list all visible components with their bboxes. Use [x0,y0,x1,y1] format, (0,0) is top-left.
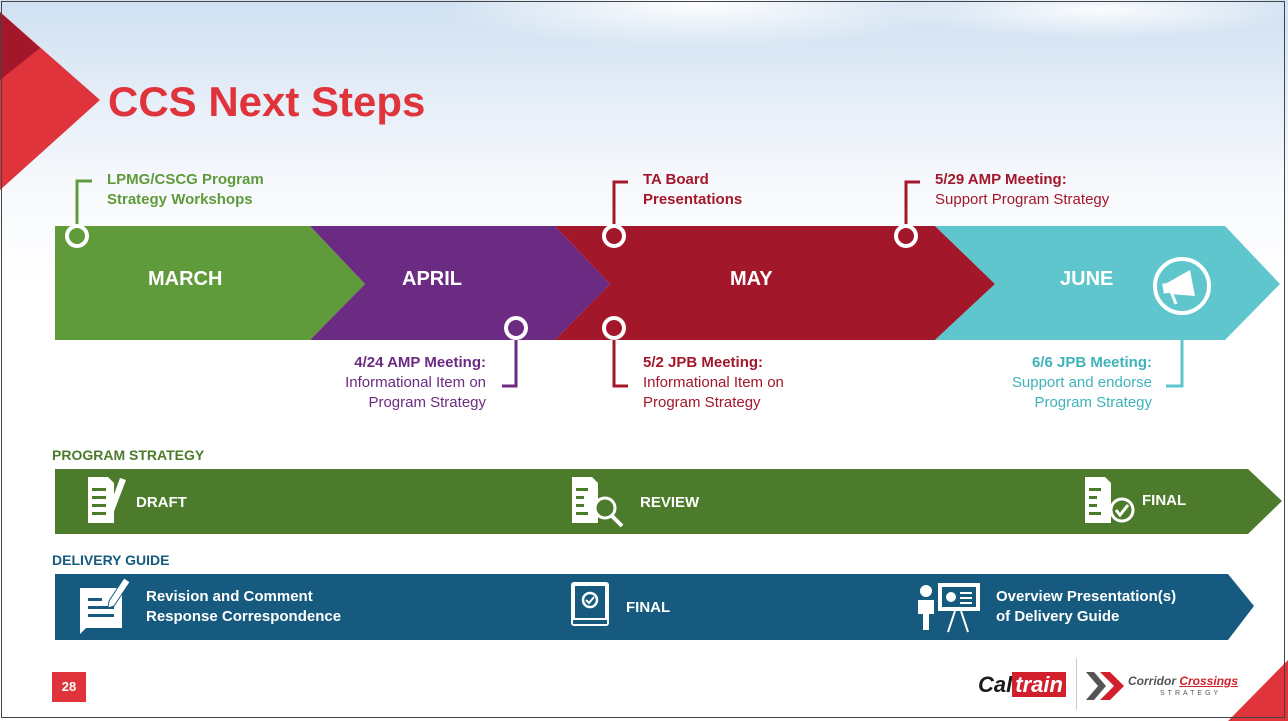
connector-amp-424 [502,330,518,388]
month-band-may [555,226,995,340]
month-label-april: APRIL [402,268,462,290]
month-label-march: MARCH [148,268,223,290]
delivery-step-overview-line1: Overview Presentation(s) [996,588,1177,605]
program-step-review: REVIEW [640,494,700,511]
caltrain-logo-cal: Cal [978,672,1013,697]
milestone-amp-529-body: Support Program Strategy [935,191,1110,208]
milestone-amp-424: 4/24 AMP Meeting: Informational Item on … [290,353,486,413]
delivery-step-overview: Overview Presentation(s) of Delivery Gui… [996,587,1176,627]
ccs-logo-strategy: STRATEGY [1160,690,1222,697]
delivery-step-revision-line2: Response Correspondence [146,608,342,625]
milestone-dot-jpb-52 [602,316,626,340]
milestone-workshops-line2: Strategy Workshops [107,191,253,208]
month-band-march [55,226,365,340]
milestone-amp-424-body1: Informational Item on [345,374,486,391]
milestone-dot-ta-board [602,224,626,248]
delivery-step-overview-line2: of Delivery Guide [996,608,1120,625]
delivery-step-revision: Revision and Comment Response Correspond… [146,587,341,627]
form-pencil-icon [80,577,131,634]
milestone-dot-workshops [65,224,89,248]
delivery-step-final: FINAL [626,599,671,616]
milestone-ta-board-line2: Presentations [643,191,743,208]
document-edit-icon [88,477,126,523]
connector-ta-board [612,180,628,236]
milestone-ta-board-line1: TA Board [643,171,709,188]
milestone-dot-amp-529 [894,224,918,248]
ccs-chevron-logo-icon [1086,672,1124,700]
milestone-jpb-66: 6/6 JPB Meeting: Support and endorse Pro… [950,353,1152,413]
ccs-logo-crossings: Crossings [1179,674,1239,688]
logo-divider [1076,658,1077,710]
connector-workshops [75,179,92,236]
program-step-draft: DRAFT [136,494,187,511]
milestone-jpb-52-heading: 5/2 JPB Meeting: [643,354,764,371]
presenter-icon [918,583,980,633]
caltrain-logo-train: train [1012,672,1066,697]
milestone-jpb-52-body1: Informational Item on [643,374,784,391]
milestone-amp-529-heading: 5/29 AMP Meeting: [935,171,1067,188]
book-check-icon [571,582,609,626]
document-check-icon [1085,477,1135,523]
milestone-amp-424-body2: Program Strategy [368,394,486,411]
connector-jpb-66 [1166,312,1184,388]
ccs-logo-text: Corridor Crossings [1128,674,1238,688]
ccs-logo-corridor: Corridor [1128,674,1176,688]
milestone-amp-424-heading: 4/24 AMP Meeting: [354,354,486,371]
program-step-final: FINAL [1142,492,1187,509]
month-label-may: MAY [730,268,773,290]
milestone-jpb-52: 5/2 JPB Meeting: Informational Item on P… [643,353,784,413]
corner-accent-top-left [0,12,100,190]
milestone-amp-529: 5/29 AMP Meeting: Support Program Strate… [935,170,1109,210]
page-title: CCS Next Steps [108,78,426,125]
megaphone-icon [1153,257,1211,315]
milestone-workshops: LPMG/CSCG Program Strategy Workshops [107,170,264,210]
month-band-april [310,226,610,340]
delivery-step-revision-line1: Revision and Comment [146,588,313,605]
month-label-june: JUNE [1060,268,1114,290]
milestone-ta-board: TA Board Presentations [643,170,742,210]
milestone-jpb-66-heading: 6/6 JPB Meeting: [1031,354,1152,371]
milestone-workshops-line1: LPMG/CSCG Program [107,171,264,188]
program-strategy-heading: PROGRAM STRATEGY [52,447,205,463]
milestone-dot-amp-424 [504,316,528,340]
page-number: 28 [52,672,86,702]
connector-jpb-52 [612,330,628,388]
milestone-jpb-66-body2: Program Strategy [1034,394,1152,411]
delivery-guide-heading: DELIVERY GUIDE [52,552,170,568]
document-search-icon [572,477,624,528]
milestone-jpb-66-body1: Support and endorse [1011,374,1152,391]
connector-amp-529 [904,180,920,236]
milestone-jpb-52-body2: Program Strategy [643,394,761,411]
corner-accent-bottom-right [1228,660,1288,721]
